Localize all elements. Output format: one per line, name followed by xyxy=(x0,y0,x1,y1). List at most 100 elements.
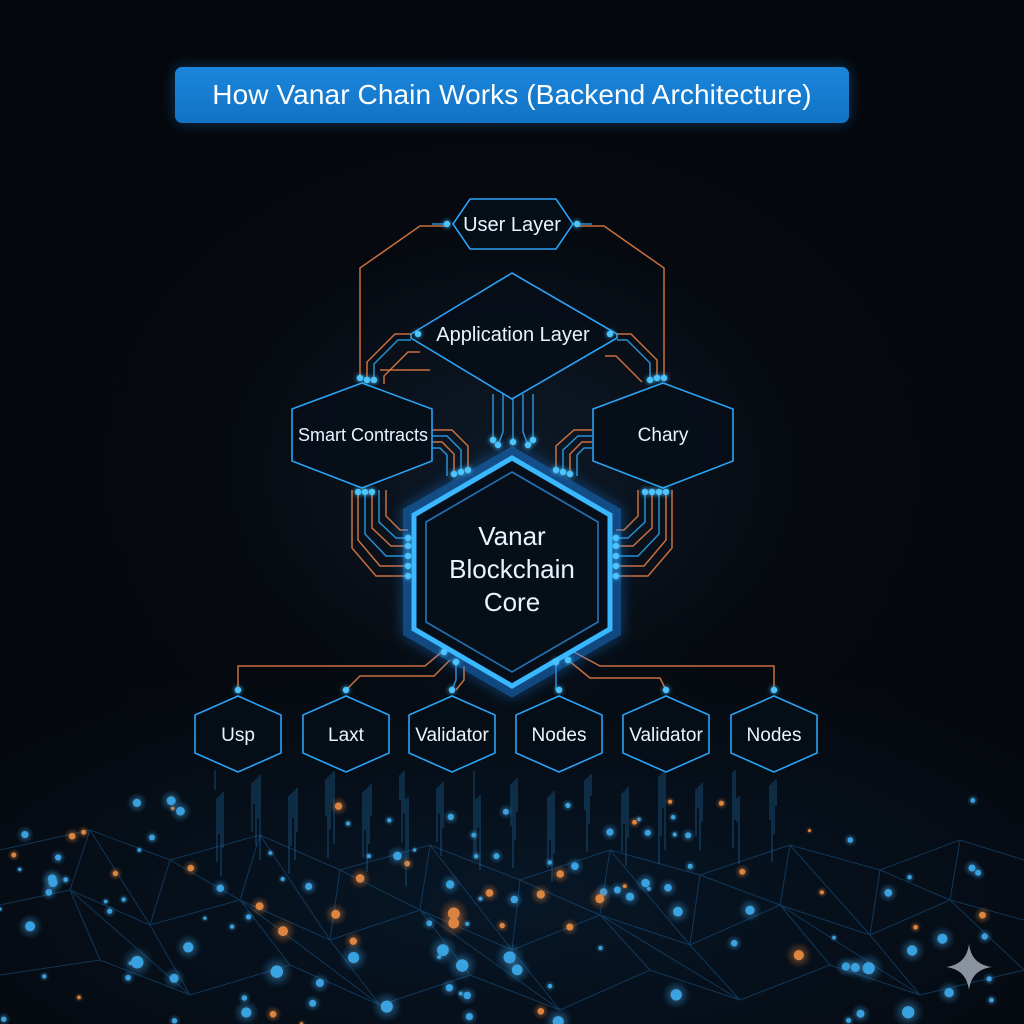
sparkle-icon xyxy=(946,944,992,990)
network-node-dot xyxy=(334,802,343,810)
network-node-dot xyxy=(137,848,142,852)
page-title: How Vanar Chain Works (Backend Architect… xyxy=(212,79,812,110)
network-node-dot xyxy=(130,955,144,969)
network-node-dot xyxy=(437,955,441,959)
network-glow xyxy=(297,1019,306,1024)
connector-dot xyxy=(612,542,620,550)
connector-dot xyxy=(653,374,661,382)
network-node-dot xyxy=(745,905,755,915)
network-node-dot xyxy=(465,1013,473,1021)
network-node-dot xyxy=(42,974,47,979)
network-node-dot xyxy=(216,884,224,892)
network-node-dot xyxy=(11,852,17,858)
network-node-dot xyxy=(132,798,141,808)
connector-dot xyxy=(370,376,378,384)
bottom-node-6: Nodes xyxy=(730,695,818,773)
network-node-dot xyxy=(0,907,2,911)
network-node-dot xyxy=(556,870,564,878)
application-layer-label: Application Layer xyxy=(436,324,590,346)
core-label-line3: Core xyxy=(484,587,540,617)
connector-dot xyxy=(612,552,620,560)
network-node-dot xyxy=(913,925,918,930)
network-node-dot xyxy=(552,1016,564,1024)
connector-dot xyxy=(494,441,502,449)
network-node-dot xyxy=(595,894,605,904)
network-node-dot xyxy=(856,1009,865,1018)
network-node-dot xyxy=(739,868,746,875)
network-node-dot xyxy=(632,819,637,825)
network-node-dot xyxy=(944,988,954,998)
network-field xyxy=(0,789,1024,1024)
network-node-dot xyxy=(970,798,976,803)
network-node-dot xyxy=(668,799,673,804)
connector-dot xyxy=(363,376,371,384)
network-node-dot xyxy=(25,921,36,932)
network-node-dot xyxy=(1,1016,7,1022)
network-node-dot xyxy=(510,895,518,904)
connector-dot xyxy=(356,374,364,382)
network-node-dot xyxy=(493,853,500,860)
connector-dot xyxy=(404,552,412,560)
connector-dot xyxy=(559,468,567,476)
connector-dots xyxy=(234,220,778,694)
network-node-dot xyxy=(473,854,479,859)
bottom-node-label: Nodes xyxy=(532,725,587,746)
network-node-dot xyxy=(387,818,392,823)
network-node-dot xyxy=(808,829,811,833)
network-node-dot xyxy=(121,897,126,902)
network-node-dot xyxy=(315,978,324,988)
network-node-dot xyxy=(21,831,29,839)
network-node-dot xyxy=(107,908,113,914)
chary-node: Chary xyxy=(592,382,734,489)
network-node-dot xyxy=(625,892,635,901)
network-node-dot xyxy=(606,828,614,836)
connector-dot xyxy=(450,470,458,478)
connector-dot xyxy=(342,686,350,694)
network-glow xyxy=(543,1007,573,1024)
network-node-dot xyxy=(448,917,460,929)
network-node-dot xyxy=(499,922,505,929)
connector-dot xyxy=(448,686,456,694)
network-node-dot xyxy=(426,920,433,927)
connector-dot xyxy=(440,648,448,656)
network-node-dot xyxy=(902,1006,915,1019)
network-node-dot xyxy=(112,870,119,877)
network-node-dot xyxy=(647,887,651,891)
network-node-dot xyxy=(393,851,402,861)
connector-dot xyxy=(443,220,451,228)
connector-dot xyxy=(464,466,472,474)
network-node-dot xyxy=(230,924,235,929)
bottom-node-3: Validator xyxy=(408,695,496,773)
bottom-node-1: Usp xyxy=(194,695,282,773)
connector-dot xyxy=(648,488,656,496)
network-node-dot xyxy=(349,937,357,945)
connector-dot xyxy=(646,376,654,384)
network-node-dot xyxy=(571,862,579,870)
data-rain xyxy=(214,770,777,886)
network-node-dot xyxy=(187,864,195,872)
network-node-dot xyxy=(819,890,825,895)
bottom-node-label: Validator xyxy=(629,725,703,746)
network-node-dot xyxy=(793,950,804,961)
bottom-node-5: Validator xyxy=(622,695,710,773)
network-node-dot xyxy=(203,916,207,920)
network-node-dot xyxy=(77,995,81,1000)
connector-dot xyxy=(573,220,581,228)
bottom-node-label: Laxt xyxy=(328,725,365,746)
network-node-dot xyxy=(937,933,948,944)
network-node-dot xyxy=(280,877,285,881)
network-node-dot xyxy=(149,834,155,841)
connector-dot xyxy=(655,488,663,496)
network-node-dot xyxy=(331,909,341,919)
network-node-dot xyxy=(268,851,273,855)
network-node-dot xyxy=(68,832,76,840)
network-node-dot xyxy=(644,829,651,836)
connector-dot xyxy=(612,534,620,542)
connector-dot xyxy=(529,436,537,444)
connector-dot xyxy=(404,534,412,542)
network-node-dot xyxy=(456,959,469,972)
connector-dot xyxy=(662,488,670,496)
network-node-dot xyxy=(447,813,454,821)
network-node-dot xyxy=(471,832,477,838)
network-node-dot xyxy=(846,1018,852,1023)
